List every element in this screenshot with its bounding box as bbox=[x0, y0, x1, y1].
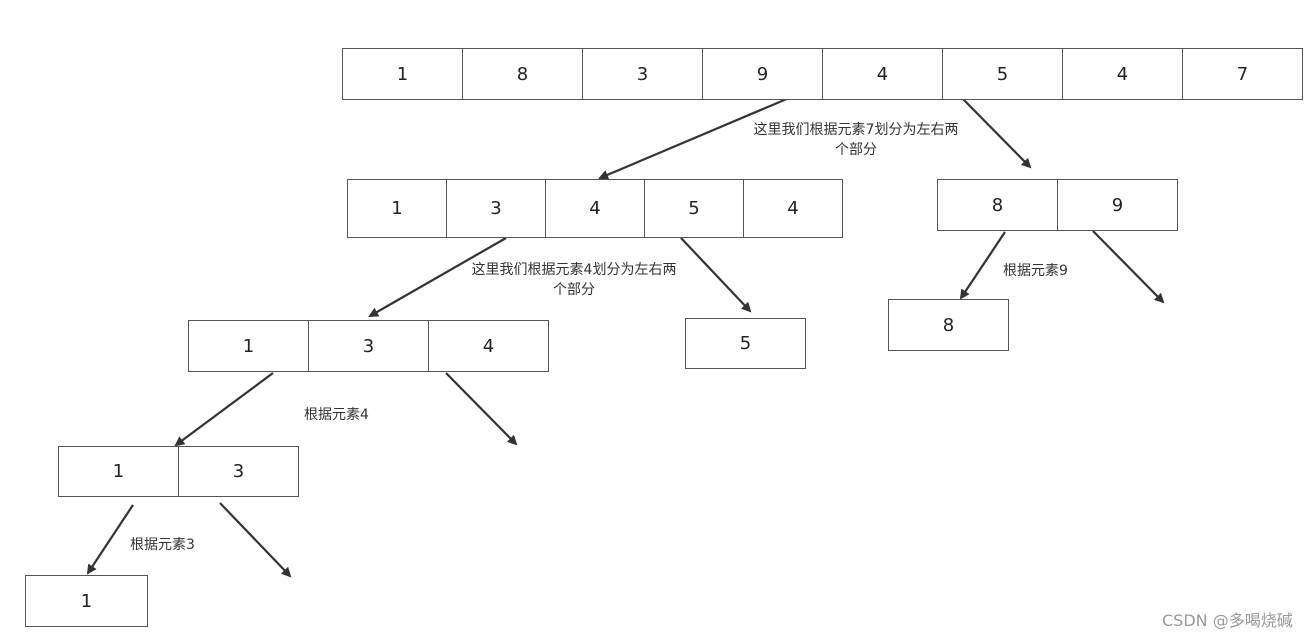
array-cell: 3 bbox=[446, 179, 546, 238]
array-cell: 4 bbox=[743, 179, 843, 238]
array-left-4: 1 bbox=[25, 575, 148, 627]
array-cell: 1 bbox=[188, 320, 309, 372]
label-line: 个部分 bbox=[553, 282, 595, 298]
arrow bbox=[174, 372, 274, 447]
array-cell: 9 bbox=[1057, 179, 1178, 231]
label-line: 这里我们根据元素4划分为左右两 bbox=[471, 262, 677, 278]
arrow bbox=[598, 96, 790, 180]
array-cell: 8 bbox=[937, 179, 1058, 231]
arrow bbox=[445, 372, 518, 446]
arrow bbox=[368, 237, 507, 317]
array-cell: 7 bbox=[1182, 48, 1303, 100]
array-cell: 4 bbox=[1062, 48, 1183, 100]
arrow bbox=[1092, 230, 1165, 304]
array-cell: 1 bbox=[25, 575, 148, 627]
label-line: 个部分 bbox=[835, 142, 877, 158]
label-line: 这里我们根据元素7划分为左右两 bbox=[753, 122, 959, 138]
array-cell: 8 bbox=[888, 299, 1009, 351]
arrow bbox=[680, 237, 752, 313]
array-cell: 1 bbox=[342, 48, 463, 100]
array-cell: 9 bbox=[702, 48, 823, 100]
array-cell: 1 bbox=[347, 179, 447, 238]
arrow bbox=[961, 97, 1032, 169]
arrow bbox=[959, 231, 1006, 300]
pivot-4b-label: 根据元素4 bbox=[304, 407, 369, 423]
array-cell: 5 bbox=[644, 179, 744, 238]
array-cell: 5 bbox=[685, 318, 806, 369]
pivot-7-label: 这里我们根据元素7划分为左右两 个部分 bbox=[738, 120, 974, 160]
array-cell: 3 bbox=[178, 446, 299, 497]
pivot-3-label: 根据元素3 bbox=[130, 537, 195, 553]
array-cell: 5 bbox=[942, 48, 1063, 100]
array-cell: 3 bbox=[308, 320, 429, 372]
array-cell: 4 bbox=[545, 179, 645, 238]
array-cell: 4 bbox=[428, 320, 549, 372]
arrow bbox=[86, 504, 134, 575]
arrow bbox=[219, 502, 292, 578]
array-right-2: 5 bbox=[685, 318, 806, 369]
array-left-right-1: 8 bbox=[888, 299, 1009, 351]
pivot-9-label: 根据元素9 bbox=[1003, 263, 1068, 279]
array-cell: 1 bbox=[58, 446, 179, 497]
watermark: CSDN @多喝烧碱 bbox=[1162, 611, 1293, 630]
pivot-4-label: 这里我们根据元素4划分为左右两 个部分 bbox=[456, 260, 692, 300]
array-cell: 3 bbox=[582, 48, 703, 100]
array-cell: 8 bbox=[462, 48, 583, 100]
array-cell: 4 bbox=[822, 48, 943, 100]
